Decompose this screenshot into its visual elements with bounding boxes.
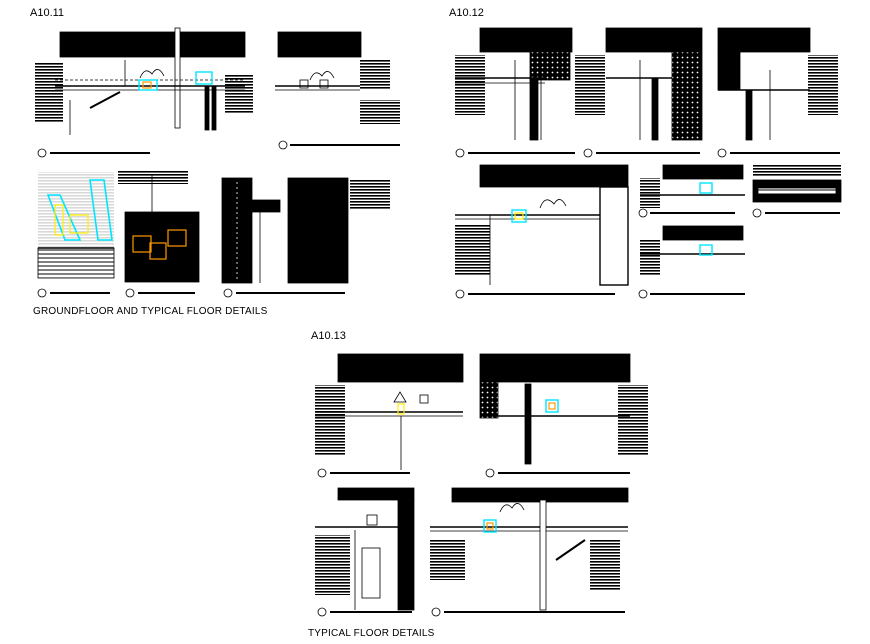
- sheet-label-a10-12: A10.12: [449, 7, 484, 19]
- detail-a1011-ceiling-section-1: [35, 27, 253, 158]
- detail-a1013-section-3: [315, 487, 415, 617]
- detail-a1012-section-4: [455, 164, 629, 299]
- detail-a1012-section-3: [717, 27, 840, 158]
- detail-a1011-black-panel: [118, 170, 200, 298]
- caption-groundfloor: GROUNDFLOOR AND TYPICAL FLOOR DETAILS: [33, 306, 268, 317]
- detail-a1012-section-7: [638, 225, 745, 299]
- detail-a1012-section-2: [575, 27, 703, 158]
- detail-a1013-section-2: [479, 353, 648, 478]
- detail-a1011-elevation-cyan: [37, 172, 115, 298]
- detail-a1012-section-6: [752, 165, 842, 218]
- detail-a1013-section-1: [315, 353, 464, 478]
- detail-a1012-section-1: [455, 27, 575, 158]
- caption-typical-floor: TYPICAL FLOOR DETAILS: [308, 628, 435, 639]
- detail-a1011-wall-section: [221, 177, 390, 298]
- sheet-label-a10-11: A10.11: [30, 7, 65, 19]
- detail-a1012-section-5: [638, 164, 745, 218]
- detail-a1011-ceiling-section-2: [275, 31, 400, 150]
- detail-a1013-section-4: [430, 487, 629, 617]
- sheet-label-a10-13: A10.13: [311, 330, 346, 342]
